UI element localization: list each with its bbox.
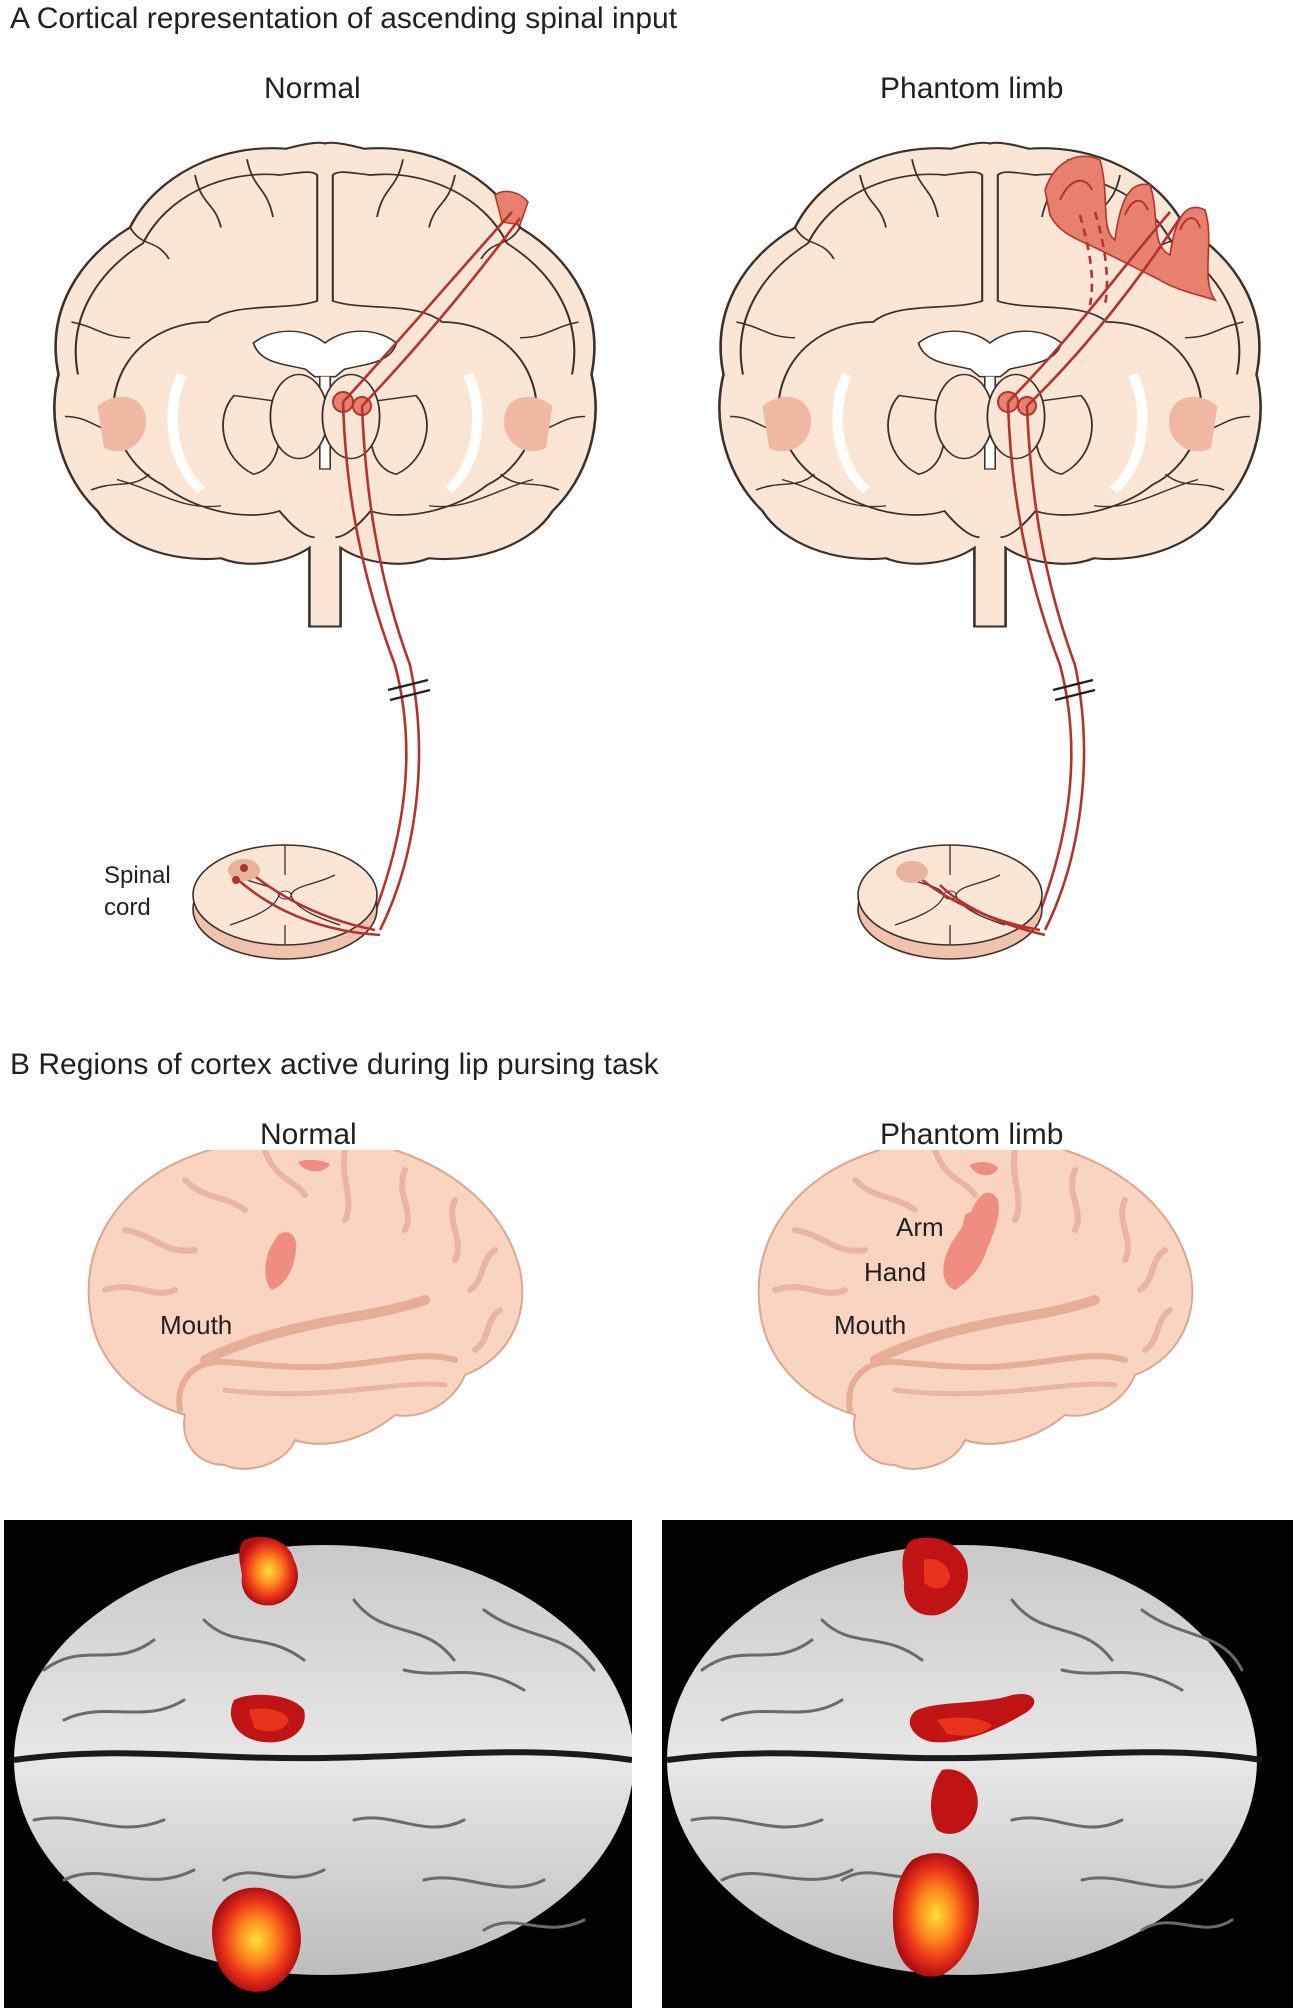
phantom-ascending-pathway — [1006, 211, 1182, 931]
panel-a-title: A Cortical representation of ascending s… — [10, 2, 678, 35]
phantom-fmri-scan — [662, 1520, 1293, 2008]
normal-top-activation — [298, 1159, 330, 1172]
panel-b-normal-heading: Normal — [260, 1118, 357, 1151]
phantom-hand-label: Hand — [864, 1257, 927, 1287]
normal-spinal-cord — [192, 844, 378, 960]
spinal-cord-label-line1: Spinal — [104, 862, 171, 889]
panel-b-title: B Regions of cortex active during lip pu… — [10, 1048, 659, 1081]
phantom-dashed-sprouting — [1078, 211, 1109, 306]
normal-cortex-target-region — [494, 190, 529, 226]
phantom-coronal-section — [719, 143, 1260, 627]
phantom-arm-label: Arm — [896, 1212, 944, 1242]
panel-b-lateral-views — [0, 1150, 1293, 1480]
phantom-lateral-brain — [759, 1150, 1193, 1469]
normal-mouth-activation — [265, 1232, 297, 1290]
panel-b-phantom-heading: Phantom limb — [880, 1118, 1064, 1151]
phantom-arm-hand-mouth-activation — [943, 1192, 999, 1290]
normal-fmri-scan — [4, 1520, 632, 2008]
spinal-cord-label-line2: cord — [104, 894, 151, 921]
phantom-spinal-cord — [857, 844, 1043, 960]
panel-a-illustration — [0, 0, 1293, 960]
panel-a-phantom-heading: Phantom limb — [880, 72, 1064, 105]
phantom-mouth-label: Mouth — [834, 1310, 907, 1340]
normal-ascending-pathway — [341, 211, 522, 931]
normal-mouth-label: Mouth — [160, 1310, 233, 1340]
phantom-top-activation — [970, 1162, 998, 1176]
normal-pathway-break — [387, 678, 431, 702]
panel-a-normal-heading: Normal — [264, 72, 361, 105]
phantom-pathway-break — [1052, 678, 1096, 702]
normal-lateral-brain — [89, 1150, 523, 1469]
